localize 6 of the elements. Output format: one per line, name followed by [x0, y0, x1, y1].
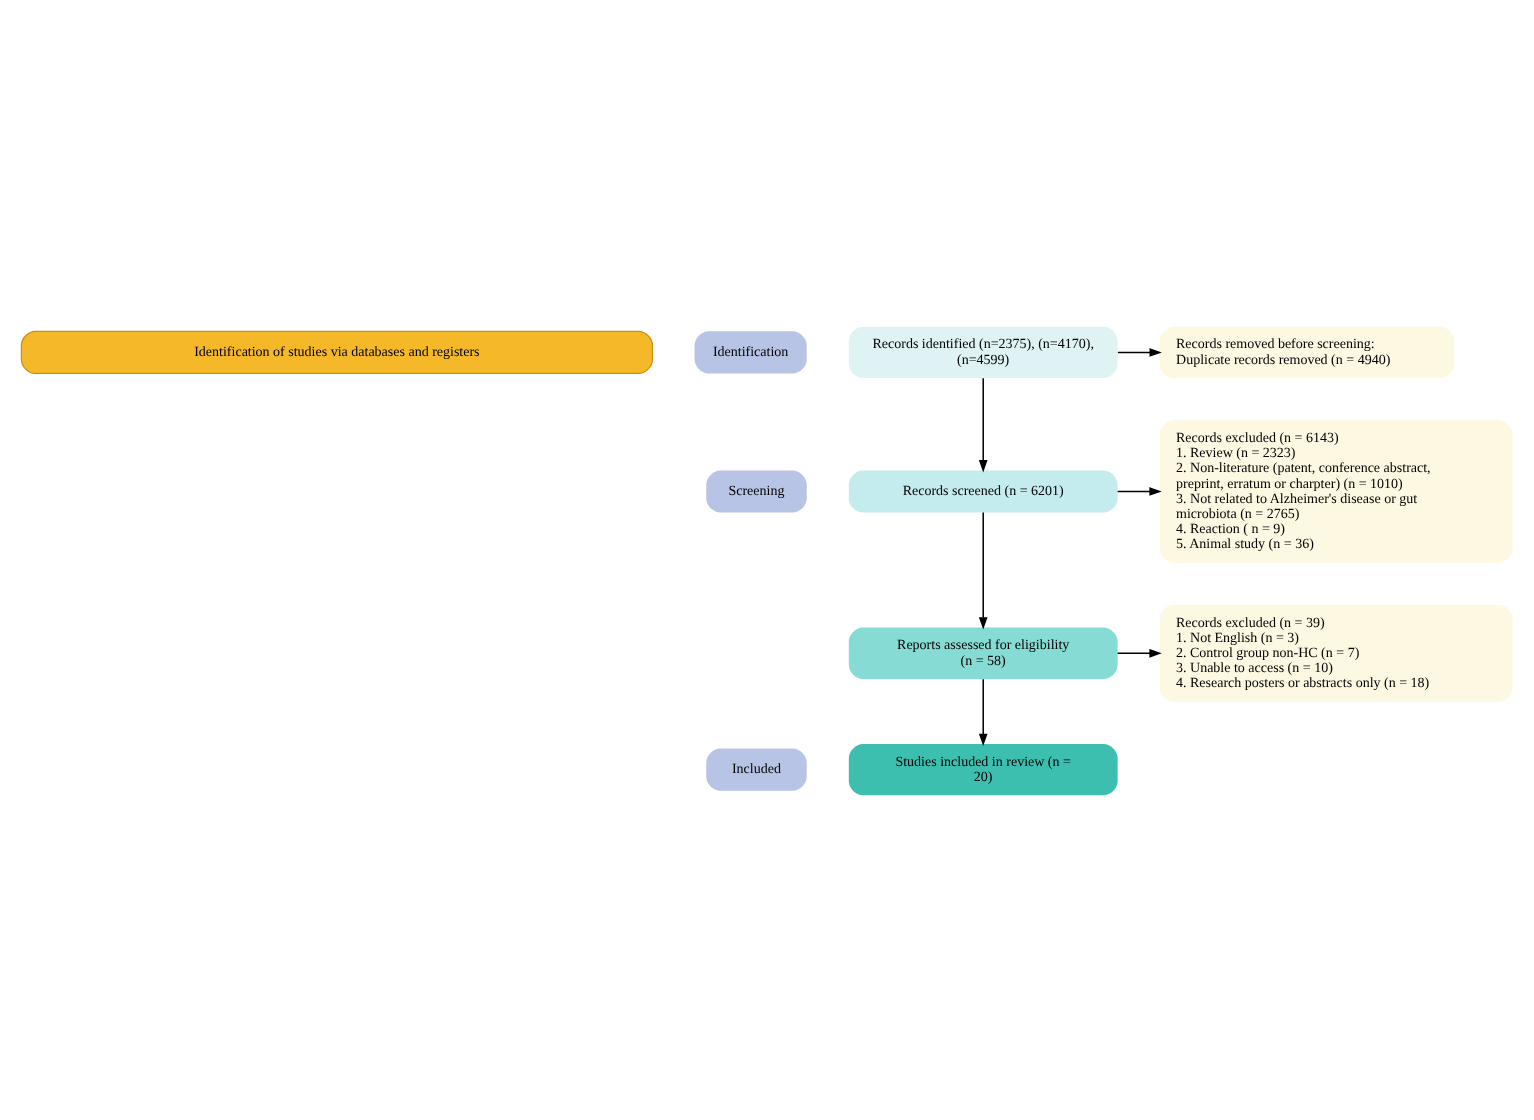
arrow: [978, 376, 988, 472]
arrow: [1116, 648, 1162, 657]
arrow: [1117, 347, 1162, 356]
arrow: [1116, 486, 1162, 495]
arrow: [978, 510, 988, 629]
arrow: [978, 677, 988, 746]
